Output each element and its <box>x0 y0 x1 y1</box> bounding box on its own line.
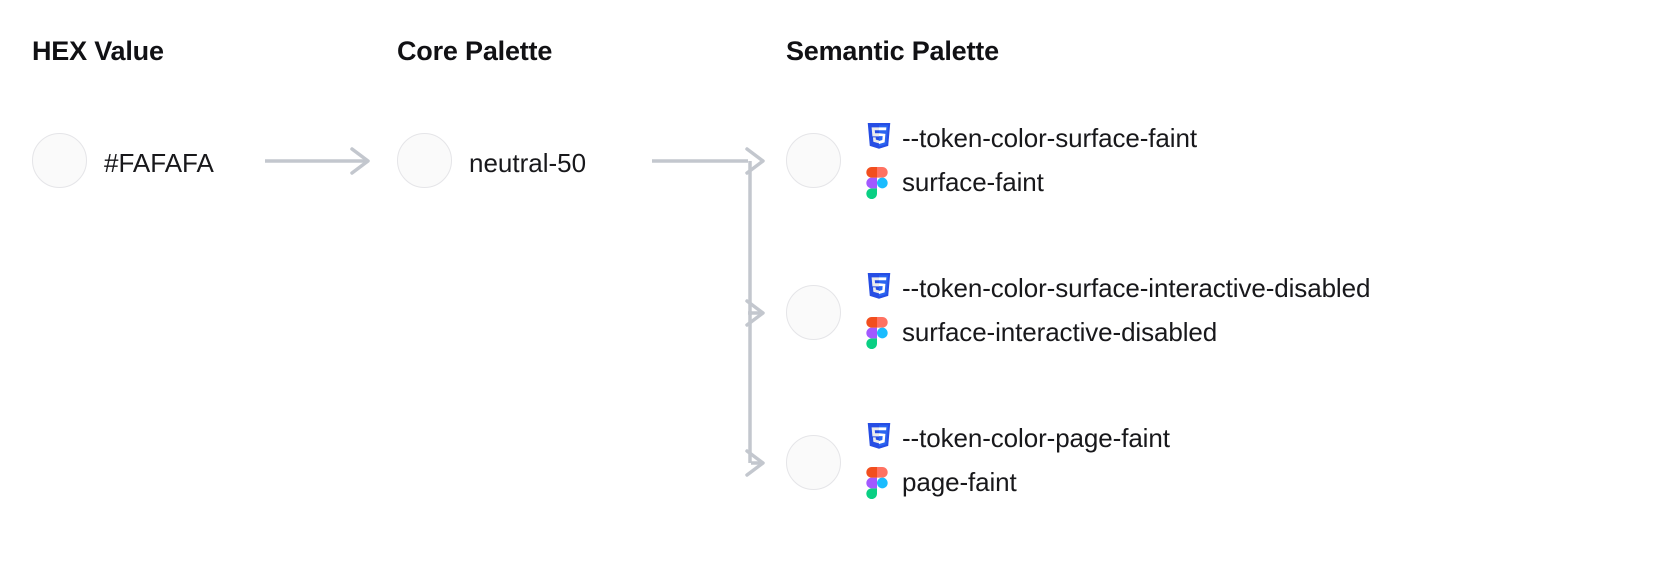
css3-icon <box>866 273 892 303</box>
semantic-css-line: --token-color-surface-faint <box>866 116 1646 160</box>
semantic-figma-line: surface-faint <box>866 160 1646 204</box>
semantic-figma-token: page-faint <box>902 467 1017 497</box>
semantic-css-token: --token-color-surface-interactive-disabl… <box>902 273 1371 303</box>
figma-icon <box>866 317 892 349</box>
semantic-token-row: --token-color-surface-faint surface-fain… <box>866 116 1646 204</box>
semantic-css-line: --token-color-surface-interactive-disabl… <box>866 266 1646 310</box>
semantic-token-row: --token-color-surface-interactive-disabl… <box>866 266 1646 354</box>
column-header-semantic-palette: Semantic Palette <box>786 36 999 66</box>
semantic-token-row: --token-color-page-faint page-faint <box>866 416 1646 504</box>
column-header-hex-value: HEX Value <box>32 36 164 66</box>
swatch-semantic-3 <box>786 435 841 490</box>
swatch-core-palette <box>397 133 452 188</box>
semantic-figma-line: surface-interactive-disabled <box>866 310 1646 354</box>
semantic-figma-token: surface-faint <box>902 167 1044 197</box>
semantic-css-line: --token-color-page-faint <box>866 416 1646 460</box>
css3-icon <box>866 423 892 453</box>
semantic-css-token: --token-color-page-faint <box>902 423 1170 453</box>
swatch-semantic-1 <box>786 133 841 188</box>
semantic-figma-line: page-faint <box>866 460 1646 504</box>
swatch-semantic-2 <box>786 285 841 340</box>
swatch-hex-value <box>32 133 87 188</box>
css3-icon <box>866 123 892 153</box>
figma-icon <box>866 467 892 499</box>
core-palette-label: neutral-50 <box>469 148 587 178</box>
column-header-core-palette: Core Palette <box>397 36 553 66</box>
semantic-css-token: --token-color-surface-faint <box>902 123 1197 153</box>
figma-icon <box>866 167 892 199</box>
hex-value-label: #FAFAFA <box>104 148 214 178</box>
semantic-figma-token: surface-interactive-disabled <box>902 317 1218 347</box>
